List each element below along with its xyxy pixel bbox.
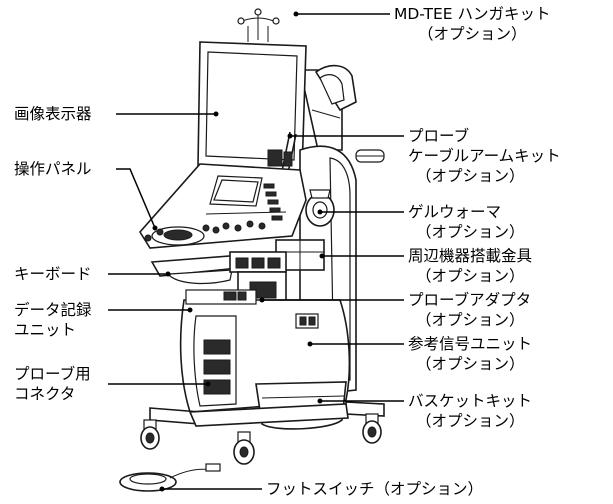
label-data-recording-unit: データ記録 ユニット (14, 300, 92, 340)
label-probe-adapter: プローブアダプタ （オプション） (408, 290, 531, 330)
label-control-panel-line1: 操作パネル (14, 160, 92, 178)
label-data-recording-line2: ユニット (14, 321, 77, 339)
control-panel-drawing (139, 163, 307, 249)
md-tee-hanger-drawing (237, 8, 280, 42)
label-md-tee-hanger-kit: MD-TEE ハンガキット （オプション） (394, 4, 550, 44)
label-probe-cable-arm-line2: ケーブルアームキット (408, 147, 561, 165)
label-probe-connector: プローブ用 コネクタ (14, 364, 91, 404)
leader-lines (108, 11, 404, 492)
label-probe-cable-arm-line3: （オプション） (416, 167, 525, 185)
label-probe-adapter-line2: （オプション） (416, 311, 525, 329)
label-basket-kit-line1: バスケットキット (408, 392, 533, 410)
label-gel-warmer-line2: （オプション） (416, 223, 525, 241)
label-foot-switch: フットスイッチ（オプション） (266, 479, 483, 499)
label-peripheral-bracket: 周辺機器搭載金具 （オプション） (408, 246, 532, 286)
label-peripheral-bracket-line2: （オプション） (416, 267, 525, 285)
label-peripheral-bracket-line1: 周辺機器搭載金具 (408, 247, 533, 265)
caster-front-left (140, 419, 160, 450)
foot-switch-drawing (119, 463, 221, 492)
label-monitor-line1: 画像表示器 (14, 105, 92, 123)
label-reference-signal-line1: 参考信号ユニット (408, 335, 533, 353)
label-probe-cable-arm-line1: プローブ (408, 127, 470, 145)
label-data-recording-line1: データ記録 (14, 301, 92, 319)
label-gel-warmer: ゲルウォーマ （オプション） (408, 202, 525, 242)
label-basket-kit-line2: （オプション） (416, 412, 525, 430)
label-keyboard: キーボード (14, 264, 92, 284)
label-keyboard-line1: キーボード (14, 265, 92, 283)
caster-front-center (233, 431, 255, 465)
label-basket-kit: バスケットキット （オプション） (408, 391, 532, 431)
keyboard-drawing (150, 255, 240, 285)
caster-rear-right (362, 413, 382, 444)
base-and-casters-drawing (140, 401, 385, 465)
label-foot-switch-line1: フットスイッチ（オプション） (266, 480, 484, 498)
label-probe-adapter-line1: プローブアダプタ (408, 291, 532, 309)
label-control-panel: 操作パネル (14, 159, 92, 179)
label-md-tee-line1: MD-TEE ハンガキット (394, 5, 551, 23)
label-reference-signal-line2: （オプション） (416, 355, 525, 373)
monitor-arm-drawing (298, 64, 357, 151)
label-monitor: 画像表示器 (14, 104, 92, 124)
label-probe-cable-arm-kit: プローブ ケーブルアームキット （オプション） (408, 126, 561, 186)
label-md-tee-line2: （オプション） (418, 25, 527, 43)
label-probe-connector-line1: プローブ用 (14, 365, 91, 383)
label-reference-signal-unit: 参考信号ユニット （オプション） (408, 334, 532, 374)
monitor-drawing (197, 41, 307, 181)
label-gel-warmer-line1: ゲルウォーマ (408, 203, 502, 221)
label-probe-connector-line2: コネクタ (14, 385, 76, 403)
